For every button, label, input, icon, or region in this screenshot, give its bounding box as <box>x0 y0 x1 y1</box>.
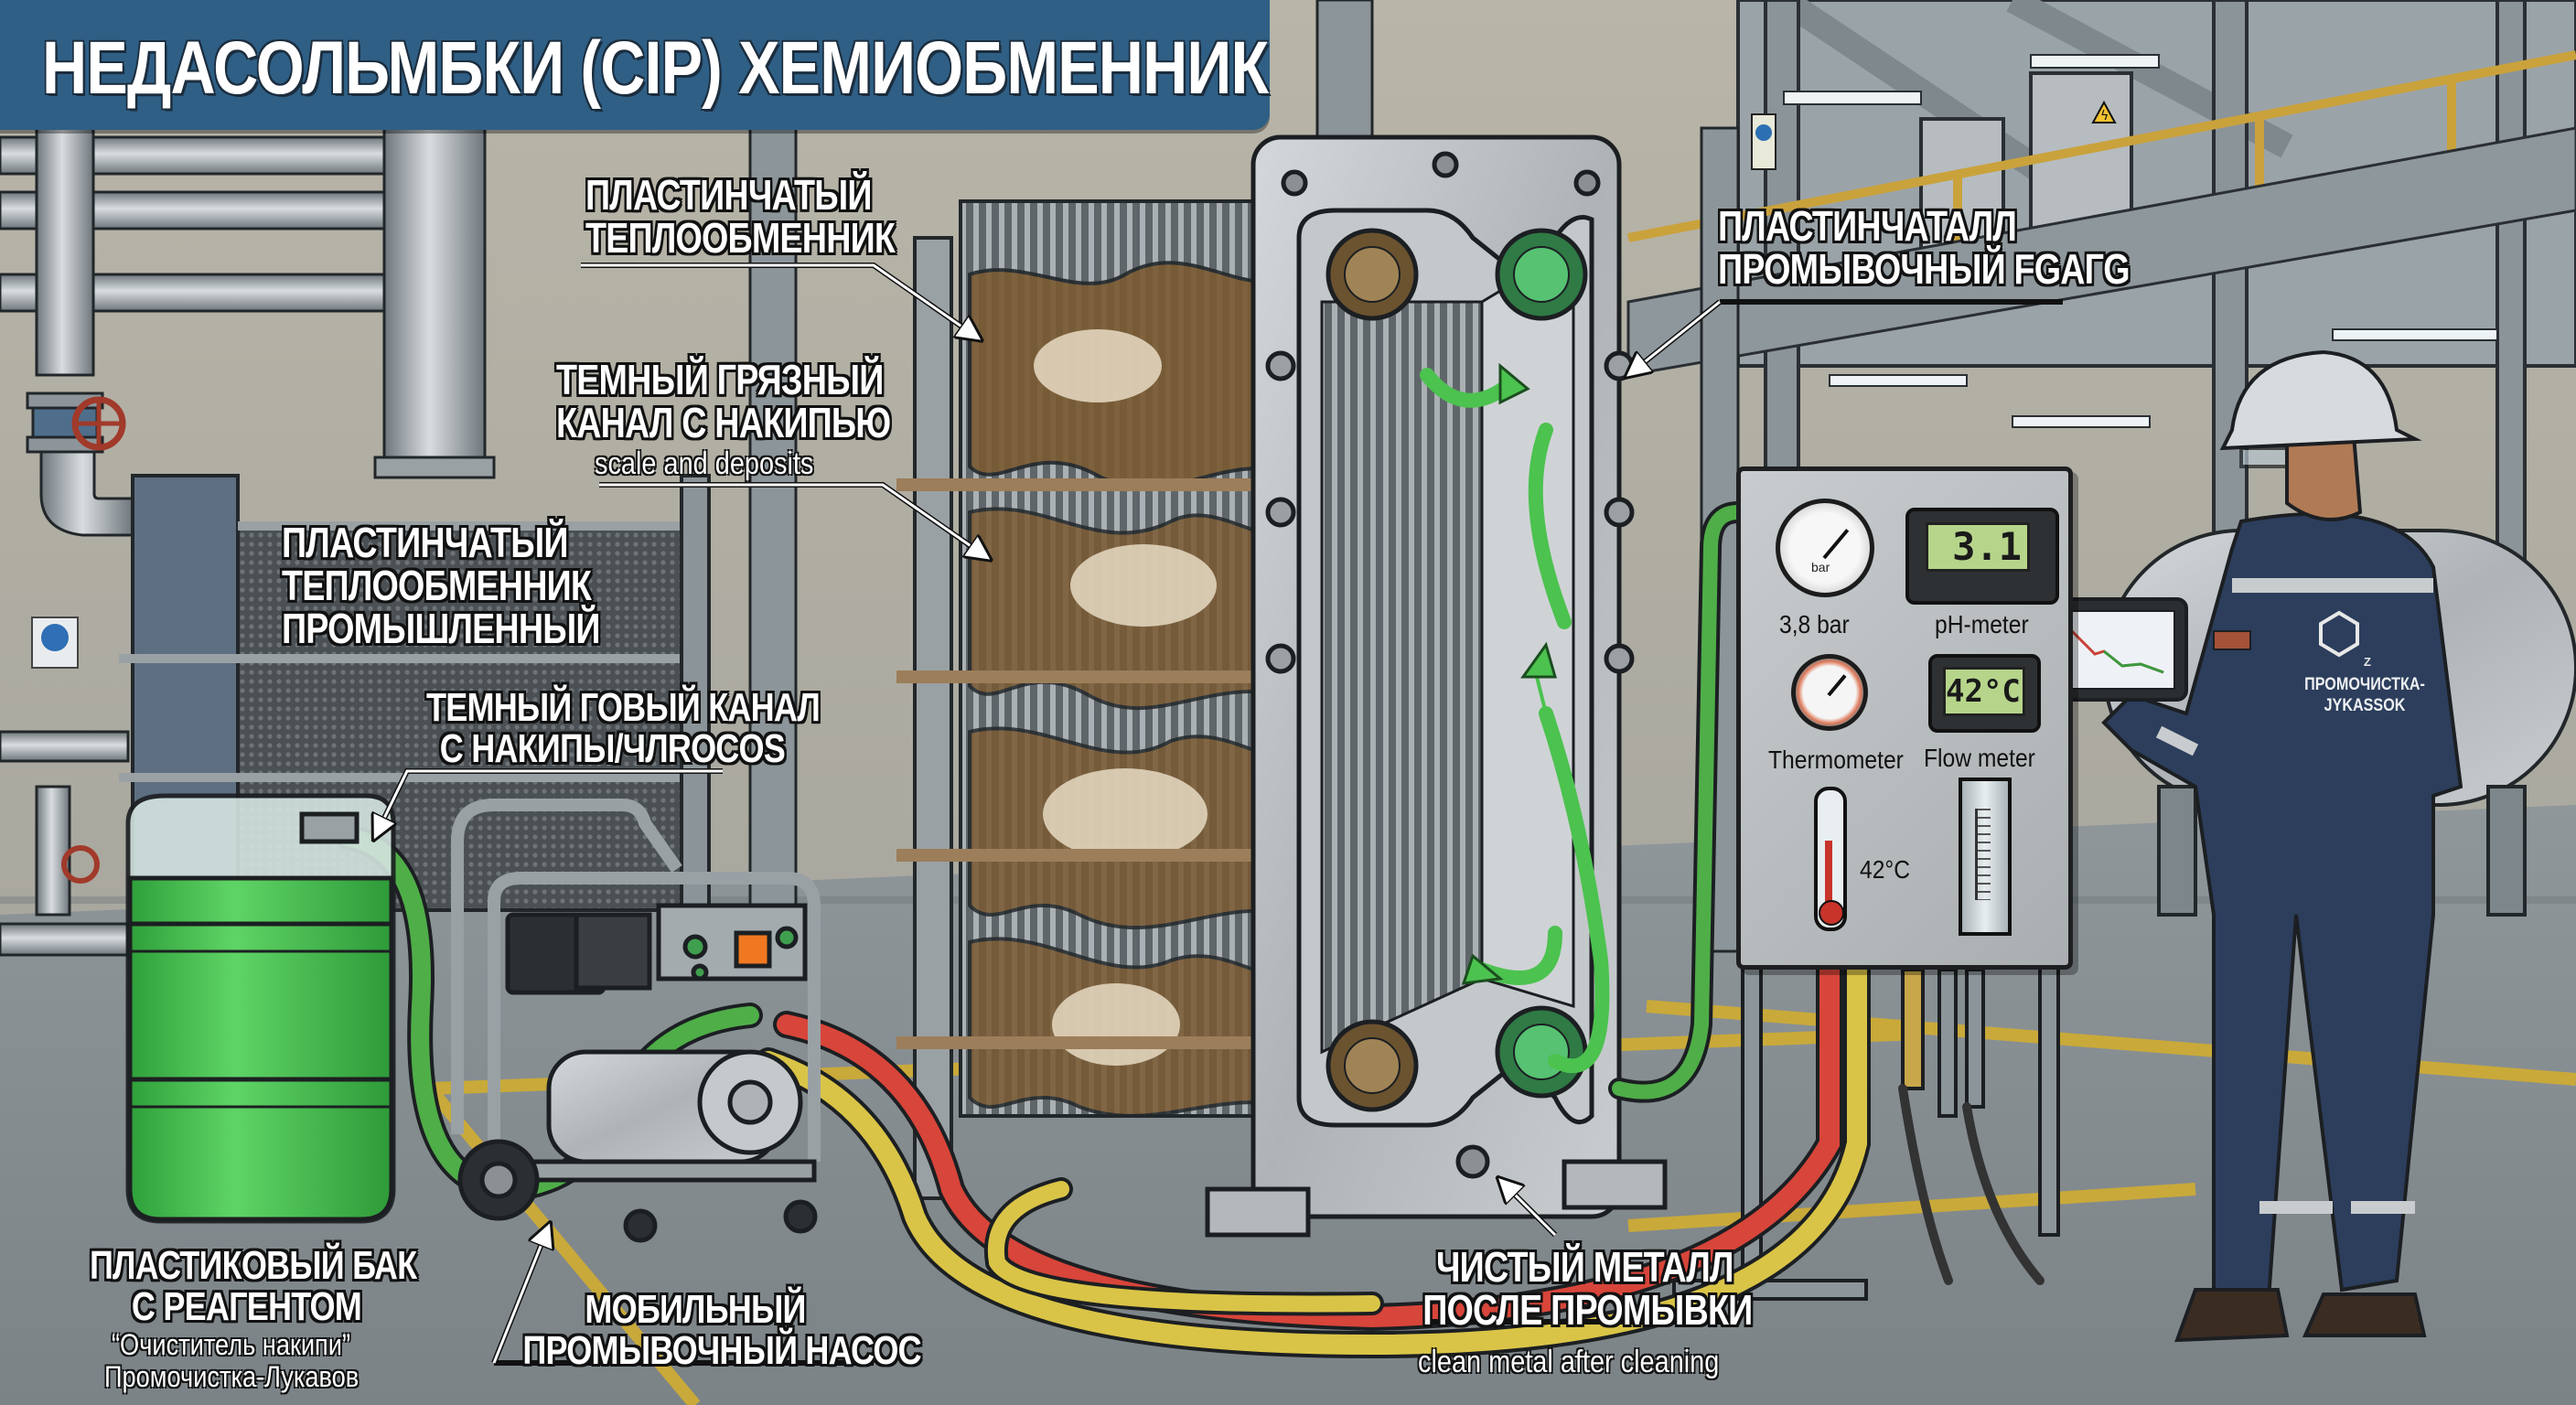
title-banner: НЕДАСОЛЬМБКИ (CIP) ХЕМИОБМЕННИК <box>0 0 1270 130</box>
label-reagent-tank: ПЛАСТИКОВЫЙ БАК С РЕАГЕНТОМ <box>90 1243 417 1329</box>
label-dirty-channel: ТЕМНЫЙ ГРЯЗНЫЙ КАНАЛ С НАКИПЬЮ <box>556 356 891 446</box>
hexagon-logo-icon <box>2319 610 2359 658</box>
label-line: ПРОМЫШЛЕННЫЙ <box>282 604 600 652</box>
valve-handwheel-icon <box>61 396 126 884</box>
worker-jacket-text: ПРОМОЧИСТКА- JYKASSOK <box>2299 675 2431 717</box>
thermometer-bulb <box>1819 900 1844 926</box>
label-line: ТЕПЛООБМЕННИК <box>282 561 592 609</box>
control-panel: bar 3,8 bar 3.1 pH-meter Thermometer 42°… <box>1736 467 2073 970</box>
tube-thermometer <box>1814 787 1847 931</box>
thermometer-label: Thermometer <box>1768 745 1904 774</box>
fouled-plate-pack <box>896 199 1301 1200</box>
label-reagent-product: “Очиститель накипи” <box>112 1328 351 1361</box>
pressure-label: 3,8 bar <box>1779 610 1850 638</box>
label-line: ТЕМНЫЙ ГОВЫЙ КАНАЛ <box>426 685 821 730</box>
label-line: ПРОМЫВОЧНЫЙ НАСОС <box>522 1327 921 1373</box>
rotameter-scale <box>1975 809 1991 900</box>
tube-thermometer-value: 42°C <box>1860 855 1911 884</box>
label-industrial-exchanger: ПЛАСТИНЧАТЫЙ ТЕПЛООБМЕННИК ПРОМЫШЛЕННЫЙ <box>282 521 600 650</box>
label-line: КАНАЛ С НАКИПЬЮ <box>556 398 891 446</box>
worker-logo-letter: Z <box>2364 655 2371 669</box>
label-line: МОБИЛЬНЫЙ <box>585 1287 806 1332</box>
label-line: ПЛАСТИНЧАТЫЙ <box>282 519 569 566</box>
label-dark-channel-2: ТЕМНЫЙ ГОВЫЙ КАНАЛ С НАКИПЫ/ЧЛROCOS <box>426 685 821 771</box>
label-flushing-plate: ПЛАСТИНЧАТАЛЛ ПРОМЫВОЧНЫЙ FGAГG <box>1718 202 2131 293</box>
warning-electric-icon: ϟ <box>2091 100 2117 123</box>
flow-display: 42°C <box>1928 654 2041 733</box>
label-dirty-channel-sub: scale and deposits <box>595 446 814 481</box>
rotameter-flow-tube <box>1959 778 2012 936</box>
ph-meter-label: pH-meter <box>1935 610 2029 638</box>
worker <box>2047 349 2463 1343</box>
ph-meter-display: 3.1 <box>1926 522 2030 572</box>
svg-text:ϟ: ϟ <box>2100 109 2109 123</box>
wall-pipes <box>0 126 496 957</box>
label-line: ТЕПЛООБМЕННИК <box>585 213 896 262</box>
label-line: С РЕАГЕНТОМ <box>131 1283 362 1329</box>
jacket-text-line: JYKASSOK <box>2324 695 2406 715</box>
label-line: ПЛАСТИНЧАТЫЙ <box>585 171 873 219</box>
label-line: ЧИСТЫЙ МЕТАЛЛ <box>1436 1243 1734 1291</box>
label-plate-heat-exchanger: ПЛАСТИНЧАТЫЙ ТЕПЛООБМЕННИК <box>585 171 896 262</box>
label-line: ПЛАСТИКОВЫЙ БАК <box>90 1243 417 1288</box>
label-reagent-brand: Промочистка-Лукавов <box>104 1360 360 1393</box>
pressure-gauge: bar <box>1776 499 1874 597</box>
flow-meter-label: Flow meter <box>1924 744 2035 772</box>
thermometer-gauge <box>1791 654 1868 731</box>
label-clean-metal-sub: clean metal after cleaning <box>1418 1345 1720 1379</box>
label-clean-metal: ЧИСТЫЙ МЕТАЛЛ ПОСЛЕ ПРОМЫВКИ <box>1422 1243 1753 1332</box>
reagent-tank <box>125 793 396 1224</box>
ph-meter: 3.1 <box>1905 508 2059 605</box>
label-line: ТЕМНЫЙ ГРЯЗНЫЙ <box>556 356 884 403</box>
gauge-needle <box>1822 529 1850 560</box>
label-mobile-pump: МОБИЛЬНЫЙ ПРОМЫВОЧНЫЙ НАСОС <box>522 1287 921 1373</box>
label-line: ПОСЛЕ ПРОМЫВКИ <box>1422 1285 1753 1334</box>
label-line: ПРОМЫВОЧНЫЙ FGAГG <box>1718 244 2131 293</box>
flow-display-value: 42°C <box>1943 667 2025 716</box>
safety-sign-icon <box>31 617 79 669</box>
jacket-text-line: ПРОМОЧИСТКА- <box>2304 675 2425 694</box>
flow-arrow-icon <box>1461 362 1557 985</box>
front-pressure-plate <box>1205 134 1668 1238</box>
page-title: НЕДАСОЛЬМБКИ (CIP) ХЕМИОБМЕННИК <box>42 27 1269 110</box>
label-line: ПЛАСТИНЧАТАЛЛ <box>1718 202 2017 250</box>
gauge-needle <box>1827 674 1847 697</box>
safety-sign-icon <box>1751 113 1776 170</box>
gauge-unit: bar <box>1811 560 1830 574</box>
mobile-pump <box>451 799 821 1243</box>
thermometer-mercury <box>1825 841 1832 914</box>
label-line: С НАКИПЫ/ЧЛROCOS <box>439 725 786 771</box>
